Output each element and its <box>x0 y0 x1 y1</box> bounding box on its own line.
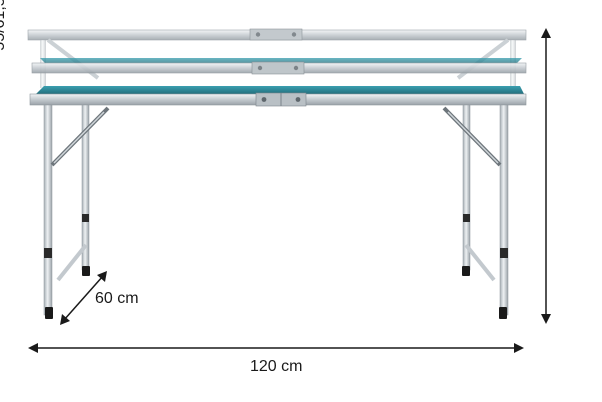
height-dimension-arrow <box>541 28 551 324</box>
table-top-lowest <box>29 86 527 107</box>
height-label: 55/61,5/70 cm <box>0 0 8 51</box>
left-legs <box>43 104 110 319</box>
width-label: 120 cm <box>250 358 303 375</box>
table-top-middle <box>31 58 527 75</box>
width-dimension-arrow <box>28 343 524 353</box>
depth-label: 60 cm <box>95 290 139 307</box>
right-legs <box>442 104 509 319</box>
depth-dimension-arrow <box>60 271 107 325</box>
